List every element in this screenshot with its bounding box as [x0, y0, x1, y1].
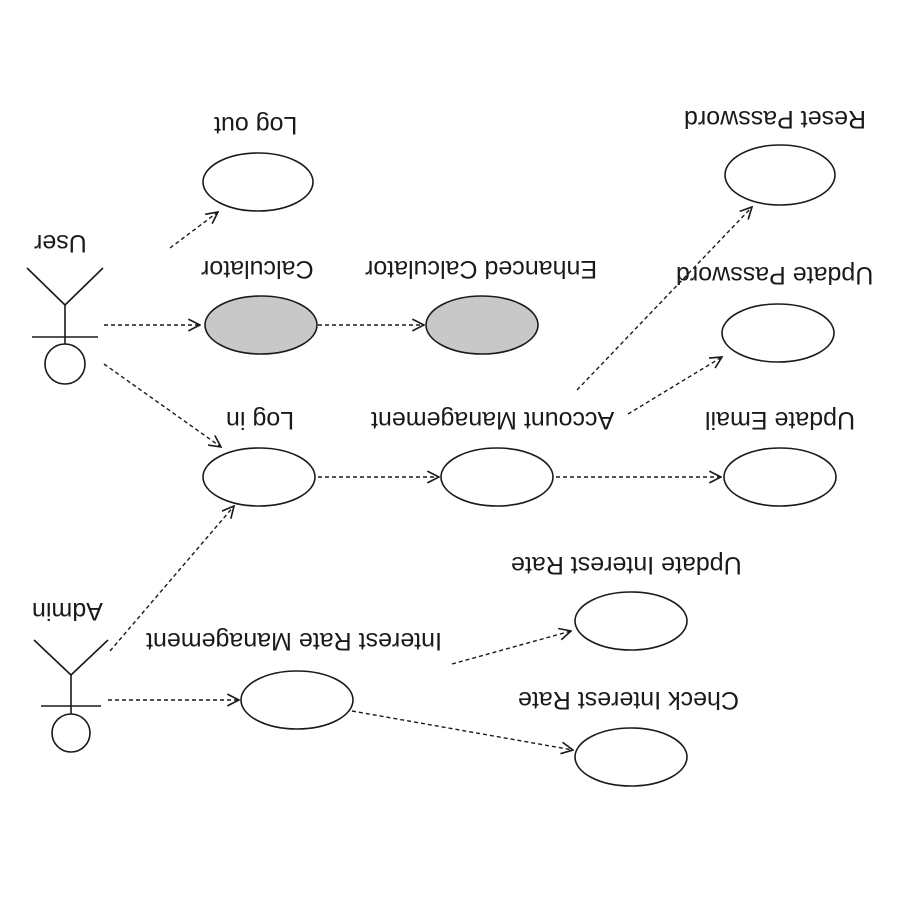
- edge-interest-rate-management-to-check-interest-rate: [351, 710, 573, 750]
- use-case-enhanced-calculator[interactable]: [425, 295, 539, 355]
- use-case-log-out[interactable]: [202, 152, 314, 212]
- use-case-calculator[interactable]: [204, 295, 318, 355]
- actor-user-label: User: [34, 229, 87, 257]
- edge-user-to-log-in: [103, 363, 221, 447]
- edge-interest-rate-management-to-update-interest-rate: [451, 631, 571, 665]
- use-case-update-interest-rate[interactable]: [574, 591, 688, 651]
- edge-account-management-to-update-password: [627, 357, 722, 415]
- use-case-update-password[interactable]: [721, 303, 835, 363]
- use-case-reset-password[interactable]: [724, 144, 836, 206]
- actor-user-figure[interactable]: [26, 267, 104, 385]
- use-case-label-log-in: Log in: [226, 406, 295, 434]
- actor-admin-label: Admin: [32, 597, 103, 625]
- use-case-label-calculator: Calculator: [201, 255, 314, 283]
- edge-admin-to-log-in: [109, 506, 234, 652]
- use-case-label-account-management: Account Management: [371, 406, 615, 434]
- use-case-account-management[interactable]: [440, 447, 554, 507]
- use-case-label-update-interest-rate: Update Interest Rate: [511, 551, 742, 579]
- use-case-interest-rate-management[interactable]: [240, 670, 354, 730]
- edge-user-to-log-out: [169, 212, 218, 249]
- use-case-check-interest-rate[interactable]: [574, 727, 688, 787]
- use-case-label-update-password: Update Password: [676, 261, 874, 289]
- relationships: [103, 207, 752, 750]
- use-case-log-in[interactable]: [202, 447, 316, 507]
- use-case-label-interest-rate-management: Interest Rate Management: [146, 627, 442, 655]
- actor-admin-figure[interactable]: [33, 639, 109, 753]
- use-case-label-check-interest-rate: Check Interest Rate: [518, 686, 739, 714]
- use-case-update-email[interactable]: [723, 447, 837, 507]
- use-case-label-reset-password: Reset Password: [684, 105, 867, 133]
- use-case-label-enhanced-calculator: Enhanced Calculator: [365, 255, 598, 283]
- use-case-label-update-email: Update Email: [705, 406, 856, 434]
- edge-account-management-to-reset-password: [576, 207, 752, 391]
- use-case-label-log-out: Log out: [214, 111, 298, 139]
